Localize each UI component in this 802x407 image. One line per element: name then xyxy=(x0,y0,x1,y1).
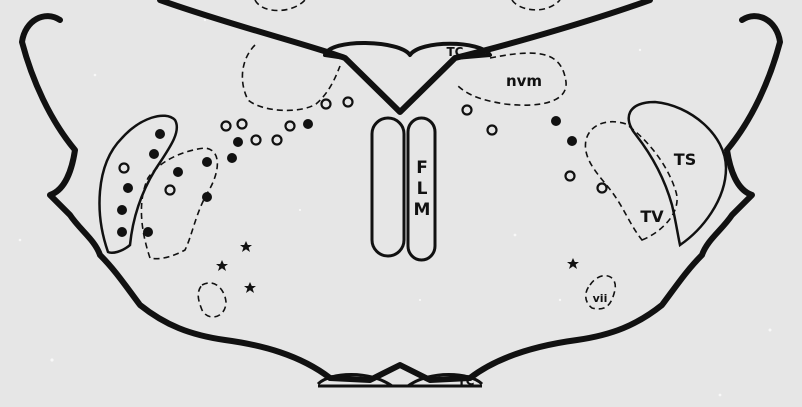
filled-circle-marker xyxy=(567,136,577,146)
open-circle-marker xyxy=(463,106,472,115)
open-circle-marker xyxy=(566,172,575,181)
filled-circle-marker xyxy=(202,157,212,167)
star-marker xyxy=(244,282,256,293)
label-tv: TV xyxy=(640,207,664,226)
open-circle-marker xyxy=(598,184,607,193)
label-ts: TS xyxy=(674,150,696,169)
filled-circle-marker xyxy=(551,116,561,126)
open-circle-marker xyxy=(286,122,295,131)
label-flm-m: M xyxy=(414,200,431,220)
star-markers xyxy=(216,241,579,293)
star-marker xyxy=(567,258,579,269)
open-circle-marker xyxy=(120,164,129,173)
filled-circle-marker xyxy=(202,192,212,202)
open-circle-marker xyxy=(344,98,353,107)
open-circle-markers xyxy=(120,98,607,195)
filled-circle-marker xyxy=(117,205,127,215)
upper-left-dashed-region xyxy=(255,0,305,11)
filled-circle-marker xyxy=(227,153,237,163)
star-marker xyxy=(216,260,228,271)
filled-circle-markers xyxy=(117,116,577,237)
upper-boundary xyxy=(160,0,650,112)
open-circle-marker xyxy=(252,136,261,145)
left-small-dashed-nucleus xyxy=(198,283,226,317)
flm-left-column xyxy=(372,118,404,256)
filled-circle-marker xyxy=(233,137,243,147)
star-marker xyxy=(240,241,252,252)
filled-circle-marker xyxy=(155,129,165,139)
filled-circle-marker xyxy=(173,167,183,177)
upper-right-dashed-region xyxy=(512,0,560,10)
label-tc-bottom: TC xyxy=(458,374,475,388)
label-nvm: nvm xyxy=(506,72,542,90)
filled-circle-marker xyxy=(117,227,127,237)
open-circle-marker xyxy=(166,186,175,195)
filled-circle-marker xyxy=(303,119,313,129)
label-vii: vii xyxy=(593,292,608,305)
open-circle-marker xyxy=(322,100,331,109)
open-circle-marker xyxy=(238,120,247,129)
label-flm-l: L xyxy=(417,179,428,199)
filled-circle-marker xyxy=(143,227,153,237)
filled-circle-marker xyxy=(149,149,159,159)
section-outline xyxy=(22,16,780,380)
label-tc-top: TC xyxy=(447,45,464,59)
open-circle-marker xyxy=(488,126,497,135)
label-flm-f: F xyxy=(416,158,428,178)
open-circle-marker xyxy=(273,136,282,145)
left-ts-region xyxy=(100,116,177,253)
open-circle-marker xyxy=(222,122,231,131)
filled-circle-marker xyxy=(123,183,133,193)
